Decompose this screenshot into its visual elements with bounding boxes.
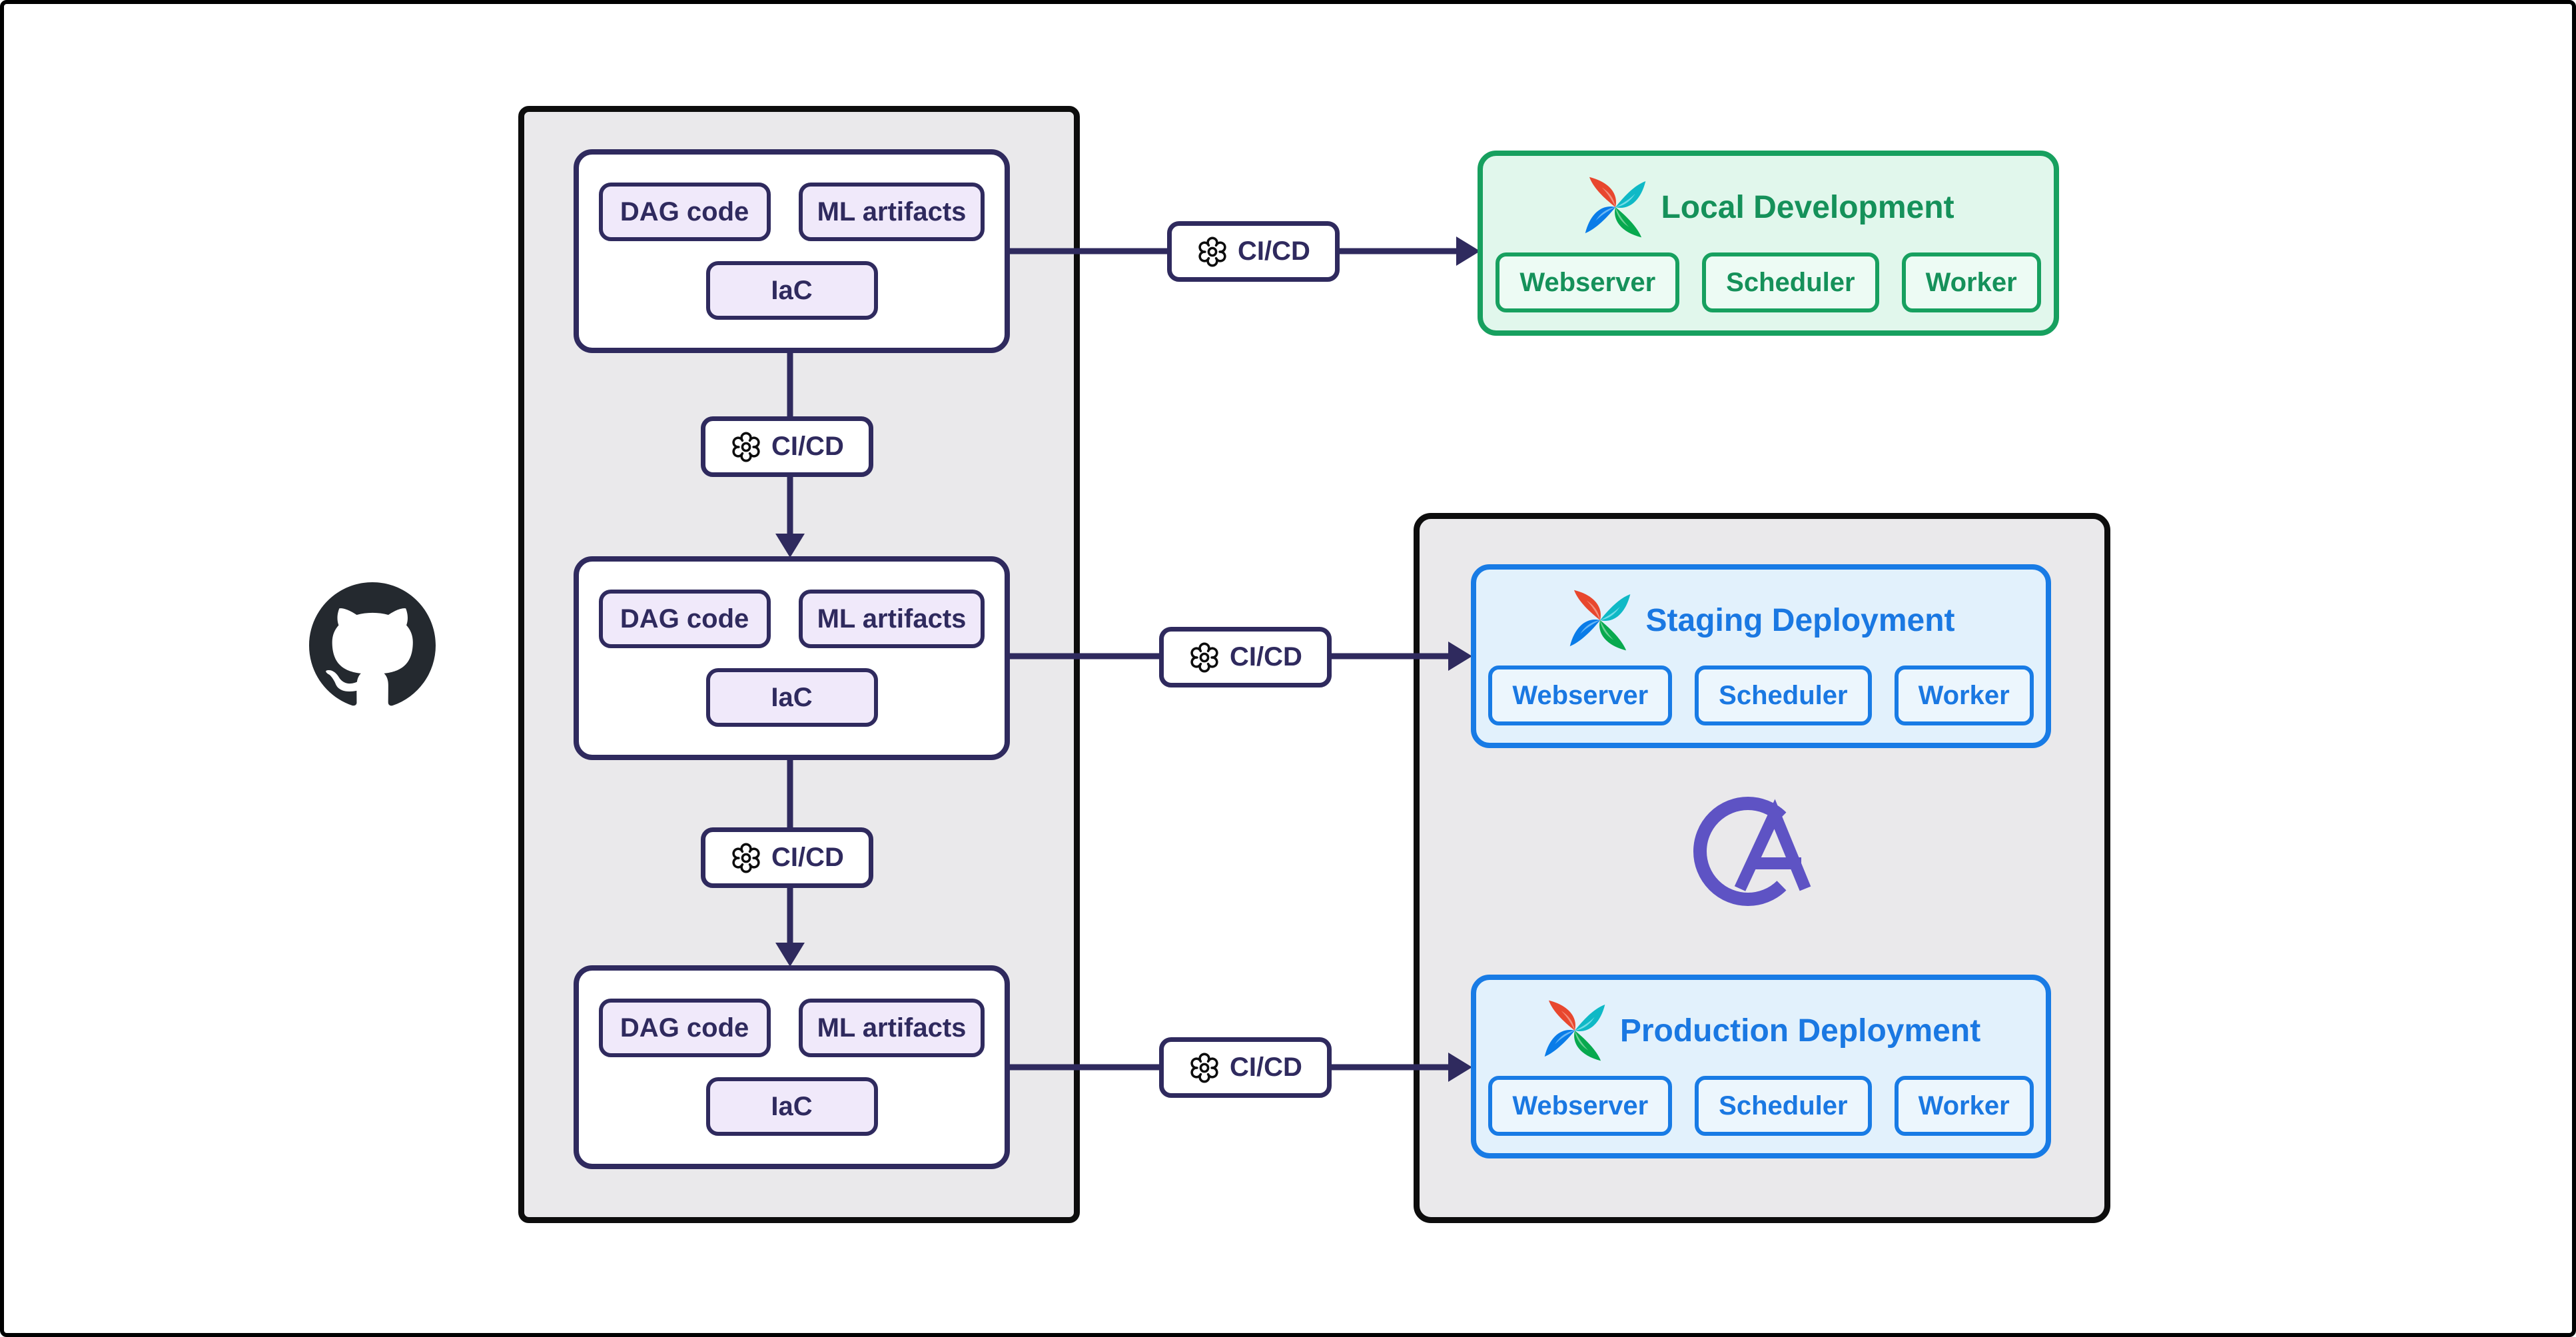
airflow-pinwheel-icon	[1585, 177, 1646, 238]
cicd-button-repo2-repo3: CI/CD	[701, 827, 873, 888]
cicd-label: CI/CD	[771, 432, 844, 461]
repo-row: IaC	[705, 1077, 878, 1136]
iac-chip: IaC	[705, 668, 878, 727]
ml-artifacts-chip: ML artifacts	[798, 183, 985, 241]
repo-row: DAG code ML artifacts	[598, 590, 985, 648]
gear-icon	[1190, 1053, 1218, 1083]
repo-box-2: DAG code ML artifacts IaC	[574, 556, 1010, 760]
dag-code-chip: DAG code	[598, 183, 771, 241]
deployment-header: Local Development	[1582, 174, 1954, 240]
repo-row: DAG code ML artifacts	[598, 999, 985, 1057]
deployment-chips: Webserver Scheduler Worker	[1488, 666, 2034, 725]
ml-artifacts-chip: ML artifacts	[798, 999, 985, 1057]
arrowhead-local	[1456, 236, 1480, 266]
worker-chip: Worker	[1901, 252, 2041, 312]
astronomer-logo	[1693, 777, 1821, 926]
github-icon	[309, 582, 436, 706]
cicd-button-to-production: CI/CD	[1159, 1037, 1332, 1098]
arrowhead-repo2	[775, 534, 805, 558]
cicd-button-to-staging: CI/CD	[1159, 627, 1332, 687]
repo-row: IaC	[705, 668, 878, 727]
arrowhead-prod	[1448, 1053, 1472, 1082]
arrowhead-staging	[1448, 642, 1472, 671]
scheduler-chip: Scheduler	[1695, 1076, 1872, 1136]
repo-row: DAG code ML artifacts	[598, 183, 985, 241]
webserver-chip: Webserver	[1496, 252, 1680, 312]
airflow-pinwheel-icon	[1544, 1000, 1605, 1061]
gear-icon	[732, 432, 760, 462]
deployment-title: Staging Deployment	[1645, 602, 1955, 638]
deployment-title: Local Development	[1661, 189, 1954, 225]
cicd-button-repo1-repo2: CI/CD	[701, 416, 873, 477]
dag-code-chip: DAG code	[598, 590, 771, 648]
deployment-header: Staging Deployment	[1567, 587, 1955, 654]
repo-box-1: DAG code ML artifacts IaC	[574, 149, 1010, 353]
gear-icon	[1198, 236, 1226, 266]
cicd-label: CI/CD	[1230, 1053, 1302, 1082]
airflow-pinwheel-icon	[1570, 590, 1631, 651]
deployment-chips: Webserver Scheduler Worker	[1496, 252, 2041, 312]
gear-icon	[1190, 642, 1218, 672]
iac-chip: IaC	[705, 1077, 878, 1136]
cicd-label: CI/CD	[771, 843, 844, 872]
local-development-box: Local Development Webserver Scheduler Wo…	[1478, 151, 2059, 336]
gear-icon	[732, 843, 760, 873]
scheduler-chip: Scheduler	[1702, 252, 1879, 312]
dag-code-chip: DAG code	[598, 999, 771, 1057]
webserver-chip: Webserver	[1488, 666, 1673, 725]
production-deployment-box: Production Deployment Webserver Schedule…	[1471, 975, 2051, 1158]
repo-row: IaC	[705, 261, 878, 320]
webserver-chip: Webserver	[1488, 1076, 1673, 1136]
cicd-button-to-local: CI/CD	[1167, 221, 1340, 282]
worker-chip: Worker	[1894, 666, 2034, 725]
deployment-title: Production Deployment	[1619, 1013, 1981, 1049]
cicd-label: CI/CD	[1238, 236, 1310, 266]
scheduler-chip: Scheduler	[1695, 666, 1872, 725]
worker-chip: Worker	[1894, 1076, 2034, 1136]
ml-artifacts-chip: ML artifacts	[798, 590, 985, 648]
arrowhead-repo3	[775, 943, 805, 967]
cicd-label: CI/CD	[1230, 642, 1302, 671]
deployment-header: Production Deployment	[1541, 997, 1980, 1064]
repo-box-3: DAG code ML artifacts IaC	[574, 965, 1010, 1169]
iac-chip: IaC	[705, 261, 878, 320]
deployment-chips: Webserver Scheduler Worker	[1488, 1076, 2034, 1136]
staging-deployment-box: Staging Deployment Webserver Scheduler W…	[1471, 564, 2051, 748]
